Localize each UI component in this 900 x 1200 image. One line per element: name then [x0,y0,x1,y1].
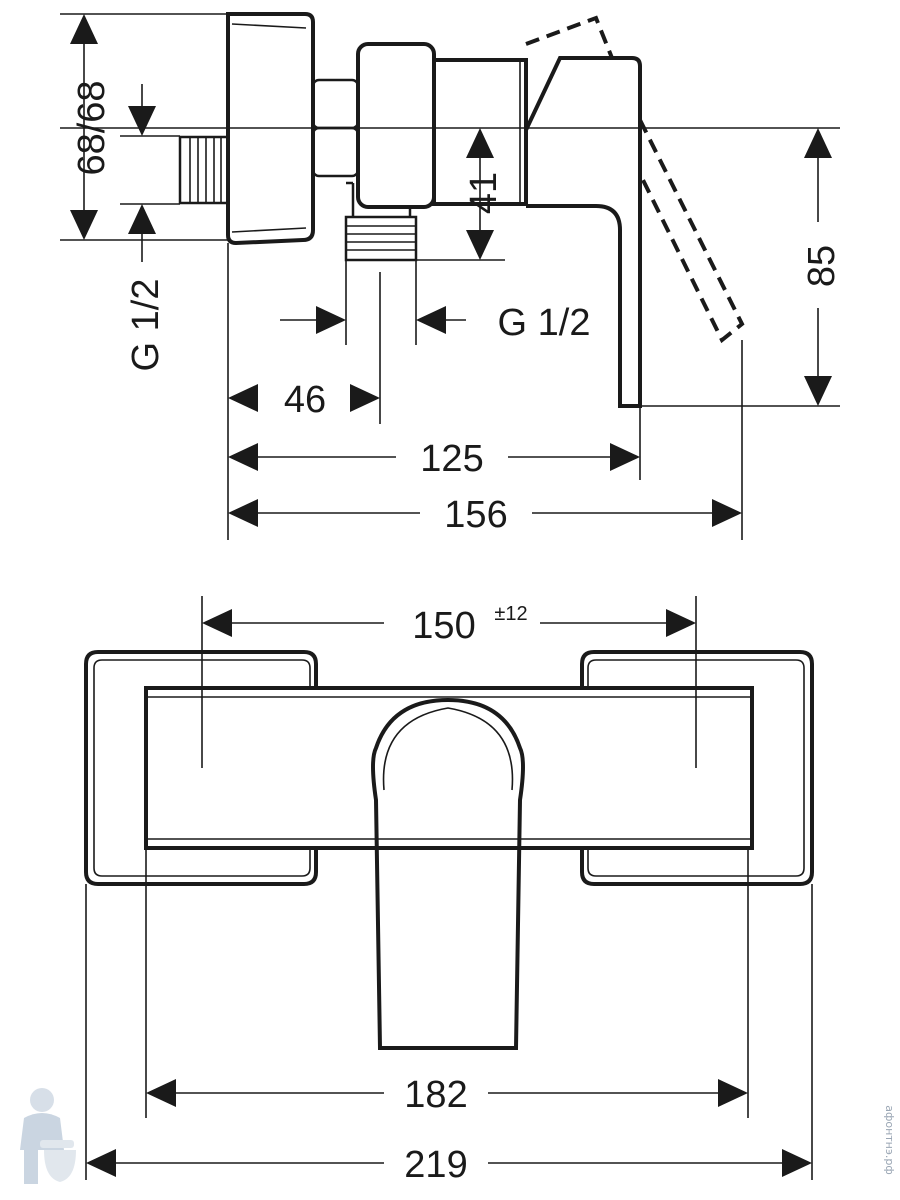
side-view-dimensions: 68/68 G 1/2 41 85 G 1/2 [60,13,843,540]
dim-68-68-label: 68/68 [71,80,113,175]
front-view-dimensions: 150 ±12 182 219 [85,596,813,1186]
dim-219-label: 219 [404,1144,467,1186]
left-escutcheon [84,650,318,886]
front-view [84,650,814,1050]
hex-nut-lower [311,126,360,178]
dim-150-tolerance: ±12 [494,603,527,625]
right-escutcheon [580,650,814,886]
lever-handle [524,56,642,408]
left-thread-connection [178,135,230,205]
lever-handle-open-position [525,15,745,344]
dim-150-label: 150 [412,605,475,647]
dim-g12-right-label: G 1/2 [498,302,591,344]
mixer-body [144,686,754,850]
dim-46-label: 46 [284,379,326,421]
escutcheon-outline [226,12,315,246]
dim-156-label: 156 [444,494,507,536]
dim-g12-left-label: G 1/2 [125,279,167,372]
lever-front [371,697,525,1050]
dim-85-label: 85 [801,245,843,287]
dim-182-label: 182 [404,1074,467,1116]
side-view [60,12,840,408]
dim-125-label: 125 [420,438,483,480]
watermark-site-text: афонтнэ.рф [883,1105,896,1175]
plumber-mascot-icon [20,1088,76,1184]
bottom-outlet-thread [344,215,418,262]
dim-41-label: 41 [463,172,505,214]
body-collar [356,42,436,209]
hex-nut-upper [311,78,360,130]
